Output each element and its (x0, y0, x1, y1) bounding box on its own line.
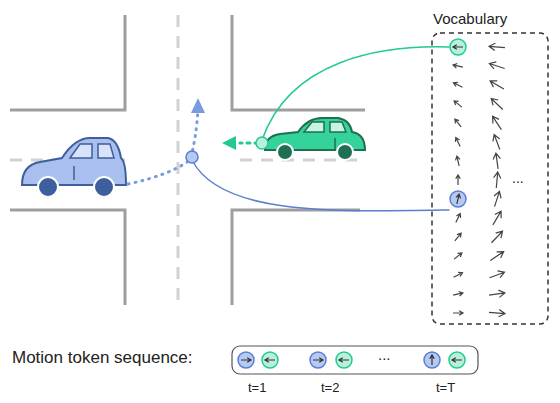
motion-arrow (430, 355, 435, 365)
token-circle (450, 39, 466, 55)
motion-arrow (453, 45, 463, 50)
sequence-border (232, 346, 478, 374)
motion-arrow (490, 271, 505, 278)
lane-markings (10, 15, 365, 305)
motion-arrow (491, 98, 503, 109)
motion-arrow (453, 64, 463, 68)
motion-arrow (493, 153, 500, 169)
motion-arrow (452, 358, 462, 363)
motion-arrow (455, 119, 461, 127)
motion-arrow (494, 172, 501, 188)
motion-arrow (491, 231, 502, 243)
motion-arrow (454, 101, 462, 107)
token-circle (336, 352, 352, 368)
token-circle (450, 191, 466, 207)
motion-arrow (456, 213, 461, 222)
vocabulary-border (432, 33, 548, 324)
token-circle (310, 352, 326, 368)
ellipsis: ... (378, 346, 391, 363)
time-label: t=2 (321, 380, 339, 395)
motion-arrow (489, 310, 505, 317)
motion-arrow (494, 191, 501, 206)
blue-car (22, 138, 126, 197)
motion-arrow (490, 81, 504, 89)
motion-arrow (493, 135, 500, 150)
token-glyphs (238, 39, 505, 368)
motion-arrow (456, 194, 460, 204)
motion-arrow (489, 43, 505, 50)
motion-arrow (489, 290, 505, 297)
motion-arrow (453, 311, 463, 316)
motion-arrow (493, 116, 502, 129)
token-sequence-box: Motion token sequence:... (8, 344, 482, 376)
green-token-point (256, 137, 268, 149)
road-edges (10, 15, 365, 305)
ellipsis: ... (512, 170, 524, 186)
vocabulary-box: Vocabulary... (430, 8, 552, 326)
green-leader (262, 47, 449, 140)
motion-arrow (265, 358, 275, 363)
time-label: t=1 (248, 380, 266, 395)
motion-arrow (453, 82, 462, 87)
token-circle (449, 352, 465, 368)
green-car (265, 118, 365, 160)
token-circle (424, 352, 440, 368)
motion-arrow (241, 358, 251, 363)
blue-path-head (191, 98, 205, 113)
time-label: t=T (436, 380, 455, 395)
motion-arrow (453, 272, 462, 277)
token-circle (238, 352, 254, 368)
motion-arrow (455, 137, 460, 146)
motion-arrow (313, 358, 323, 363)
token-circle (262, 352, 278, 368)
motion-arrow (490, 252, 503, 261)
blue-token-point (186, 151, 198, 163)
blue-path (128, 110, 198, 184)
blue-leader (192, 160, 449, 211)
heading: Vocabulary (433, 10, 507, 27)
motion-arrow (456, 156, 460, 166)
green-path-head (222, 136, 236, 150)
motion-arrow (454, 253, 462, 259)
motion-arrow (455, 233, 461, 241)
heading: Motion token sequence: (12, 348, 193, 368)
motion-arrow (493, 211, 501, 225)
motion-arrow (489, 62, 504, 69)
motion-arrow (453, 292, 463, 296)
motion-arrow (339, 358, 349, 363)
motion-arrow (456, 175, 461, 185)
